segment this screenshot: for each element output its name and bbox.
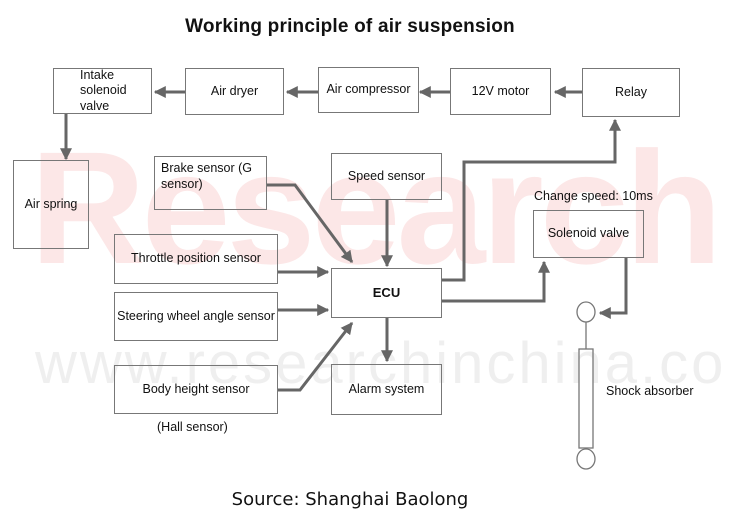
- change-speed-label: Change speed: 10ms: [534, 189, 653, 203]
- motor-box: 12V motor: [450, 68, 551, 115]
- motor-label: 12V motor: [471, 83, 530, 98]
- diagram-title: Working principle of air suspension: [185, 16, 515, 37]
- body-height-sensor-label: Body height sensor: [142, 381, 250, 396]
- air-compressor-box: Air compressor: [318, 67, 419, 113]
- air-compressor-label: Air compressor: [326, 82, 411, 97]
- air-dryer-box: Air dryer: [185, 68, 284, 115]
- solenoid-valve-label: Solenoid valve: [547, 226, 630, 241]
- arrow-ecu-to-solenoid: [442, 260, 550, 303]
- source-caption: Source: Shanghai Baolong: [231, 489, 469, 510]
- solenoid-valve-box: Solenoid valve: [533, 210, 644, 258]
- steering-sensor-box: Steering wheel angle sensor: [114, 292, 278, 341]
- arrow-height-to-ecu: [278, 322, 354, 392]
- arrow-ecu-to-relay: [442, 118, 621, 282]
- alarm-system-box: Alarm system: [331, 364, 442, 415]
- brake-sensor-label: Brake sensor (G sensor): [161, 161, 253, 191]
- relay-label: Relay: [615, 84, 647, 99]
- speed-sensor-label: Speed sensor: [347, 168, 426, 183]
- arrow-brake-to-ecu: [267, 183, 354, 263]
- relay-box: Relay: [582, 68, 680, 117]
- alarm-system-label: Alarm system: [348, 381, 425, 396]
- intake-solenoid-valve-label: Intake solenoid valve: [80, 67, 127, 113]
- body-height-sensor-box: Body height sensor: [114, 365, 278, 414]
- brake-sensor-box: Brake sensor (G sensor): [154, 156, 267, 210]
- ecu-box: ECU: [331, 268, 442, 318]
- throttle-sensor-box: Throttle position sensor: [114, 234, 278, 284]
- air-dryer-label: Air dryer: [210, 83, 259, 98]
- ecu-label: ECU: [372, 284, 401, 300]
- shock-absorber-icon: [576, 301, 596, 470]
- throttle-sensor-label: Throttle position sensor: [131, 251, 261, 266]
- air-spring-label: Air spring: [24, 196, 78, 211]
- speed-sensor-box: Speed sensor: [331, 153, 442, 200]
- hall-sensor-label: (Hall sensor): [157, 420, 228, 434]
- intake-solenoid-valve-box: Intake solenoid valve: [53, 68, 152, 114]
- steering-sensor-label: Steering wheel angle sensor: [117, 308, 275, 323]
- air-spring-box: Air spring: [13, 160, 89, 249]
- shock-absorber-label: Shock absorber: [606, 384, 694, 398]
- arrow-solenoid-to-shock: [598, 258, 628, 319]
